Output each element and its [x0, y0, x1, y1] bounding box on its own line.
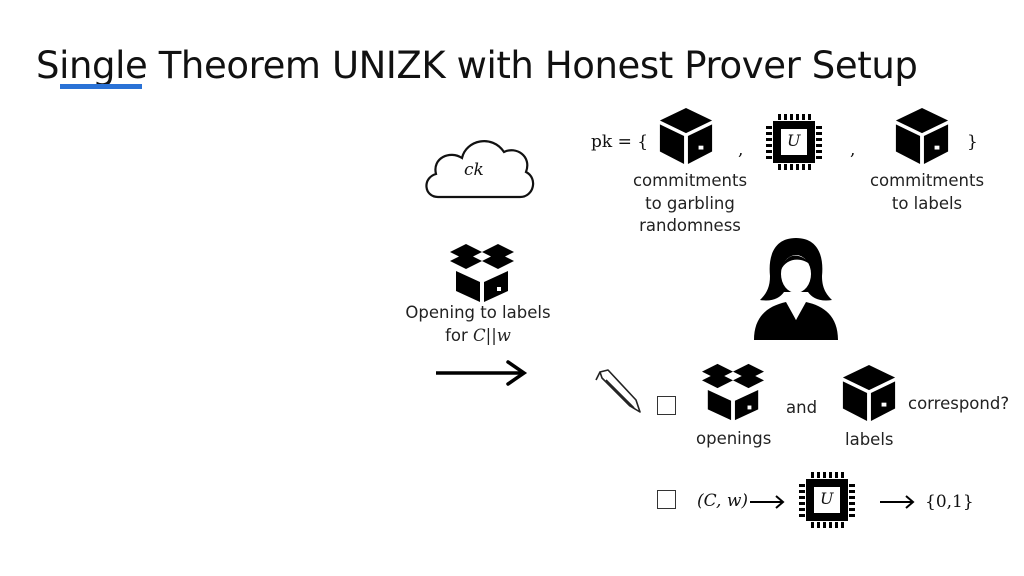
caption-garbling: commitments to garbling randomness — [620, 170, 760, 238]
pen-icon — [595, 369, 641, 413]
pk-comma-2: , — [850, 140, 856, 160]
opening-caption: Opening to labels for C||w — [404, 302, 552, 347]
chip-letter: U — [820, 489, 834, 508]
opening-math: C||w — [473, 325, 511, 345]
word-correspond: correspond? — [908, 394, 1010, 413]
caption-labels-bottom: labels — [845, 430, 894, 449]
checkbox-icon[interactable] — [657, 396, 676, 415]
caption-openings: openings — [696, 429, 772, 448]
open-box-icon — [446, 240, 518, 304]
caption-labels: commitments to labels — [860, 170, 994, 215]
box-icon — [893, 105, 951, 167]
opening-line-1: Opening to labels — [405, 303, 551, 322]
circuit-input: (C, w) — [697, 491, 749, 511]
checkbox-icon[interactable] — [657, 490, 676, 509]
title-rest: Theorem UNIZK with Honest Prover Setup — [147, 44, 918, 87]
caption-garbling-2: to garbling — [645, 193, 735, 213]
cloud-icon — [425, 140, 535, 199]
circuit-output: {0,1} — [925, 492, 974, 512]
word-and: and — [786, 398, 818, 417]
pk-close: } — [967, 132, 978, 152]
arrow-icon — [750, 495, 785, 509]
chip-letter: U — [787, 131, 801, 150]
caption-labels-1: commitments — [869, 171, 985, 190]
caption-labels-2: to labels — [891, 193, 963, 213]
opening-line-2: for C||w — [404, 325, 552, 348]
pk-prefix: pk = { — [591, 132, 649, 152]
title-underline — [60, 84, 142, 89]
opening-line-2-prefix: for — [445, 325, 474, 345]
pk-comma-1: , — [738, 140, 744, 160]
arrow-icon — [436, 360, 528, 386]
cloud-label: ck — [464, 160, 484, 180]
title-underlined-word: Single — [36, 44, 148, 87]
prover-icon — [754, 238, 838, 340]
caption-garbling-1: commitments — [632, 171, 748, 190]
slide-title: Single Theorem UNIZK with Honest Prover … — [36, 44, 918, 87]
box-icon — [840, 362, 898, 424]
arrow-icon — [880, 495, 915, 509]
caption-garbling-3: randomness — [639, 216, 741, 235]
box-icon — [657, 105, 715, 167]
open-box-icon — [698, 360, 768, 422]
